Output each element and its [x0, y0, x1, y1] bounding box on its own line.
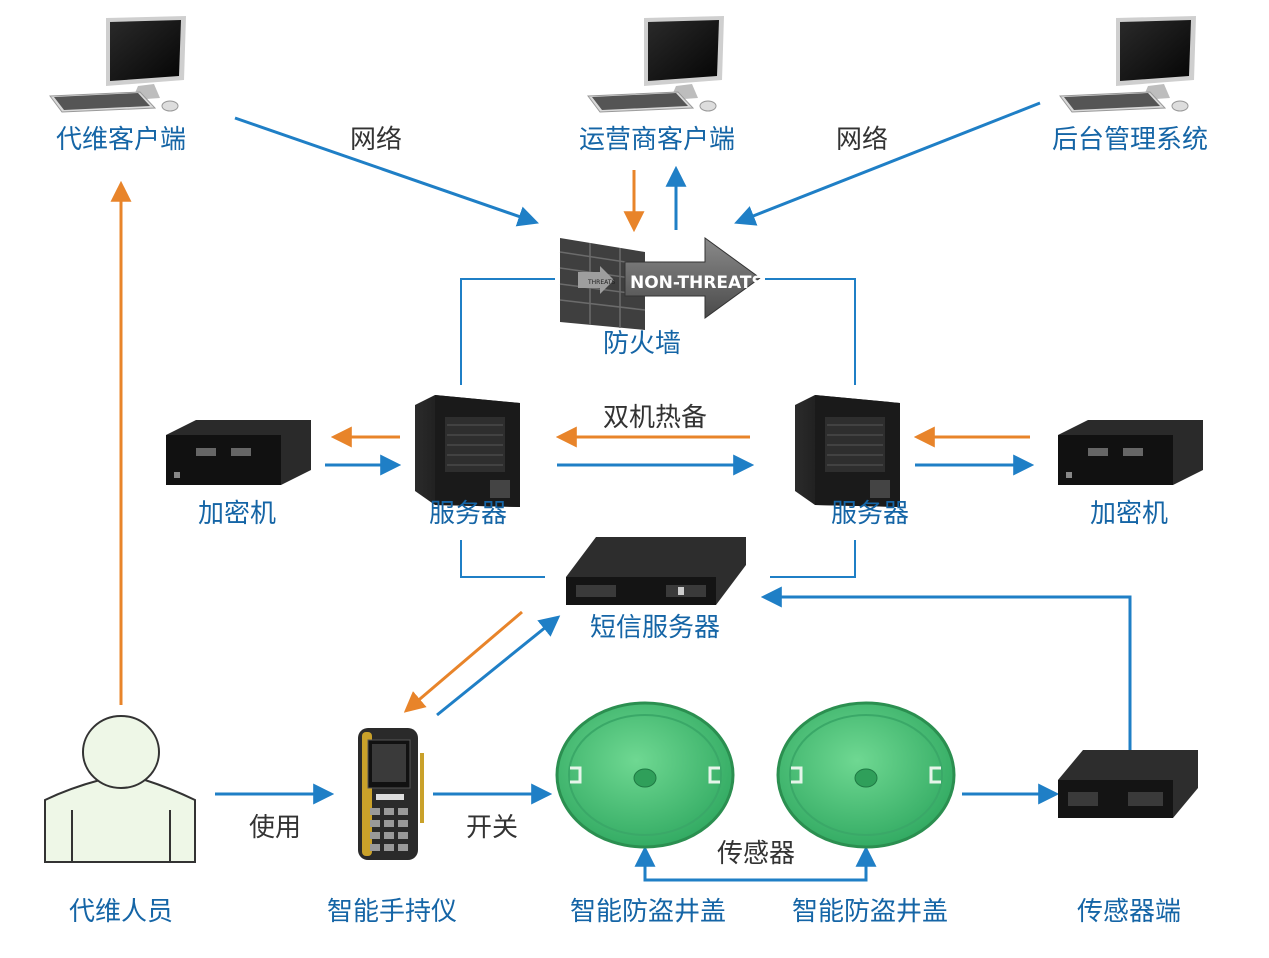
server-right-label: 服务器	[830, 499, 910, 529]
network-right-label: 网络	[835, 125, 889, 155]
rack-server-icon	[1058, 420, 1203, 485]
use-label: 使用	[248, 813, 302, 843]
maint-client-network-arrow	[234, 116, 539, 227]
desktop-computer-icon	[1059, 16, 1196, 113]
encryptor-right-label: 加密机	[1089, 499, 1169, 529]
person-silhouette-icon	[44, 715, 196, 863]
sensor-end-label: 传感器端	[1076, 897, 1182, 927]
blue-arrows	[215, 101, 1132, 882]
manhole-left-label: 智能防盗井盖	[569, 897, 727, 927]
firewall-to-left-server-line	[460, 278, 555, 385]
sms-to-handheld-arrow	[403, 610, 523, 713]
sensor-label: 传感器	[716, 839, 796, 869]
desktop-computer-icon	[587, 16, 724, 113]
backend-system-label: 后台管理系统	[1051, 125, 1209, 155]
left-server-to-sms-line	[460, 540, 545, 578]
maint-staff-label: 代维人员	[68, 897, 174, 927]
sensor-link-arrows	[634, 845, 877, 882]
rack-server-icon	[1058, 750, 1198, 818]
handheld-label: 智能手持仪	[326, 897, 458, 927]
tower-server-icon	[795, 395, 900, 507]
desktop-computer-icon	[49, 16, 186, 113]
operator-client-label: 运营商客户端	[578, 125, 736, 155]
manhole-right-label: 智能防盗井盖	[791, 897, 949, 927]
rack-server-icon	[566, 537, 746, 605]
firewall-label: 防火墙	[602, 329, 682, 359]
pda-scanner-icon	[358, 728, 424, 860]
connector-lines	[460, 278, 856, 578]
maint-client-label: 代维客户端	[55, 125, 187, 155]
threats-text: THREATS	[587, 279, 615, 286]
firewall-to-right-server-line	[765, 278, 856, 385]
encryptor-left-label: 加密机	[197, 499, 277, 529]
manhole-cover-icon	[776, 701, 956, 849]
orange-arrows	[110, 170, 1030, 713]
handheld-to-sms-arrow	[436, 615, 561, 717]
manhole-cover-icon	[555, 701, 735, 849]
right-server-to-sms-line	[770, 540, 856, 578]
non-threats-text: NON-THREATS	[630, 273, 764, 293]
sms-server-label: 短信服务器	[589, 613, 721, 643]
hot-standby-label: 双机热备	[602, 403, 708, 433]
sensor-end-to-sms-arrow	[760, 586, 1132, 750]
tower-server-icon	[415, 395, 520, 507]
server-left-label: 服务器	[428, 499, 508, 529]
switch-label: 开关	[465, 813, 519, 843]
network-left-label: 网络	[349, 125, 403, 155]
brick-wall-icon: THREATS NON-THREATS	[559, 237, 764, 330]
backend-network-arrow	[734, 101, 1041, 226]
rack-server-icon	[166, 420, 311, 485]
